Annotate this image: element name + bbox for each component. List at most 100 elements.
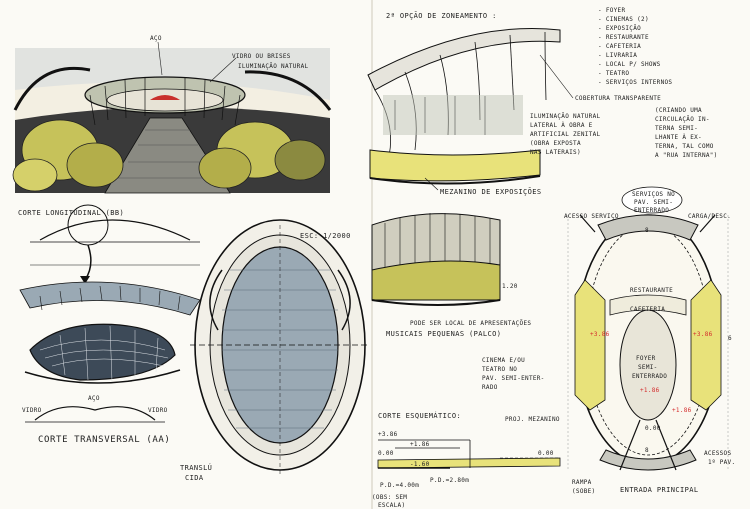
label-aco: AÇO	[150, 35, 162, 42]
grid-8-top: 8	[645, 227, 649, 234]
cinema-line: PAV. SEMI-ENTER-	[482, 375, 545, 382]
level-000: 0.00	[378, 450, 394, 457]
plan-arrows	[579, 214, 716, 471]
grid-8-bottom: 8	[645, 447, 649, 454]
palco-line-2: MUSICAIS PEQUENAS (PALCO)	[386, 330, 501, 338]
arch-right	[244, 70, 332, 111]
level-386-right: +3.86	[693, 331, 713, 338]
section-label-vidro-right: VIDRO	[148, 407, 168, 414]
corte-esquematico-title: CORTE ESQUEMÁTICO:	[378, 411, 461, 420]
cinema-right	[690, 279, 722, 411]
level-186-plan: +1.86	[640, 387, 660, 394]
servicos-3: ENTERRADO	[634, 207, 669, 214]
label-iluminacao: ILUMINAÇÃO NATURAL	[238, 63, 309, 70]
perspective-render: AÇO VIDRO OU BRISES ILUMINAÇÃO NATURAL	[12, 35, 332, 194]
rampa-1: RAMPA	[572, 479, 592, 486]
circulacao-line: (CRIANDO UMA	[655, 107, 702, 114]
circulacao-line: CIRCULAÇÃO IN-	[655, 116, 710, 123]
corte-transversal-title: CORTE TRANSVERSAL (AA)	[38, 435, 170, 445]
proj-mezanino: PROJ. MEZANINO	[505, 416, 560, 423]
program-item: - SERVIÇOS INTERNOS	[598, 79, 672, 86]
red-accent	[150, 95, 180, 100]
foyer-2: SEMI-	[638, 364, 658, 371]
cafeteria-band	[609, 294, 687, 316]
acesso-servico: ACESSO SERVIÇO	[564, 213, 619, 220]
left-plan	[190, 219, 370, 475]
program-item: - FOYER	[598, 7, 625, 14]
cinema-note: CINEMA E/OU TEATRO NO PAV. SEMI-ENTER- R…	[482, 357, 545, 391]
right-plan	[567, 186, 729, 471]
dim-120: 1.20	[502, 283, 518, 290]
level-000-plan: 0.00	[645, 425, 661, 432]
grid-6-right: 6	[728, 335, 732, 342]
cinema-line: TEATRO NO	[482, 366, 517, 373]
detail-arrow	[84, 244, 92, 281]
iluminacao-line: LATERAL À OBRA E	[530, 122, 593, 129]
circulacao-line: A "RUA INTERNA")	[655, 152, 718, 159]
circulacao-line: TERNA SEMI-	[655, 125, 698, 132]
iluminacao-note: ILUMINAÇÃO NATURAL LATERAL À OBRA E ARTI…	[530, 113, 601, 156]
cobertura-leader	[539, 54, 574, 99]
stage-perspective	[371, 213, 501, 306]
mezzanine-floor	[369, 149, 541, 182]
section-label-aco: AÇO	[88, 395, 100, 402]
circulacao-line: TERNA, TAL COMO	[655, 143, 714, 150]
corte-longitudinal-title: CORTE LONGITUDINAL (BB)	[18, 209, 124, 217]
palco-line-1: PODE SER LOCAL DE APRESENTAÇÕES	[410, 320, 531, 327]
circulacao-line: LHANTE À EX-	[655, 134, 702, 141]
cafeteria-label: CAFETERIA	[630, 306, 665, 313]
service-bubble	[621, 186, 683, 214]
sky-wash	[15, 48, 330, 100]
leader-vidro	[209, 57, 237, 83]
entrada-principal: ENTRADA PRINCIPAL	[620, 486, 698, 494]
pd-280: P.D.=2.80m	[430, 477, 469, 484]
cinema-left	[574, 279, 606, 411]
translucida-1: TRANSLÚ	[180, 463, 212, 472]
rampa-2: (SOBE)	[572, 488, 595, 495]
canopy-perspective	[367, 27, 561, 185]
section-transversal: AÇO VIDRO VIDRO	[22, 395, 168, 423]
program-item: - LOCAL P/ SHOWS	[598, 61, 661, 68]
mezanino-label: MEZANINO DE EXPOSIÇÕES	[440, 187, 542, 196]
zoning-title: 2ª OPÇÃO DE ZONEAMENTO :	[386, 11, 497, 20]
program-item: - CAFETERIA	[598, 43, 641, 50]
program-item: - RESTAURANTE	[598, 34, 649, 41]
servicos-1: SERVIÇOS NO	[632, 191, 675, 198]
program-item: - TEATRO	[598, 70, 629, 77]
level-160: -1.60	[410, 461, 430, 468]
translucida-2: CIDA	[185, 474, 204, 482]
label-vidro-brise: VIDRO OU BRISES	[232, 53, 291, 60]
service-cap	[597, 214, 699, 241]
restaurante-label: RESTAURANTE	[630, 287, 673, 294]
arch-left	[13, 66, 91, 111]
iluminacao-line: ILUMINAÇÃO NATURAL	[530, 113, 601, 120]
iluminacao-line: ARTIFICIAL ZENITAL	[530, 131, 601, 138]
level-000-right: 0.00	[538, 450, 554, 457]
cinema-line: RADO	[482, 384, 498, 391]
leader-aco	[157, 41, 163, 76]
program-list: - FOYER - CINEMAS (2) - EXPOSIÇÃO - REST…	[598, 7, 672, 86]
roof-ribs	[89, 78, 241, 126]
walkway-lines	[118, 129, 218, 179]
schematic-section	[377, 439, 561, 469]
carga-desc: CARGA/DESC.	[688, 213, 731, 220]
obs-1: (OBS: SEM	[372, 494, 407, 501]
entry-cap	[599, 449, 697, 471]
pd-400: P.D.=4.00m	[380, 482, 419, 489]
program-item: - LIVRARIA	[598, 52, 637, 59]
foliage-right	[198, 121, 326, 189]
acessos-2: 1º PAV.	[708, 459, 735, 466]
stage-floor	[371, 260, 501, 301]
program-item: - EXPOSIÇÃO	[598, 25, 641, 32]
level-386: +3.86	[378, 431, 398, 438]
dome-model	[24, 323, 181, 384]
section-longitudinal	[19, 204, 201, 316]
level-186: +1.86	[410, 441, 430, 448]
iluminacao-line: (OBRA EXPOSTA	[530, 140, 581, 147]
level-186-plan-b: +1.86	[672, 407, 692, 414]
foliage-left	[12, 119, 124, 192]
plan-scale: ESC: 1/2000	[300, 232, 351, 240]
iluminacao-line: NAS LATERAIS)	[530, 149, 581, 156]
